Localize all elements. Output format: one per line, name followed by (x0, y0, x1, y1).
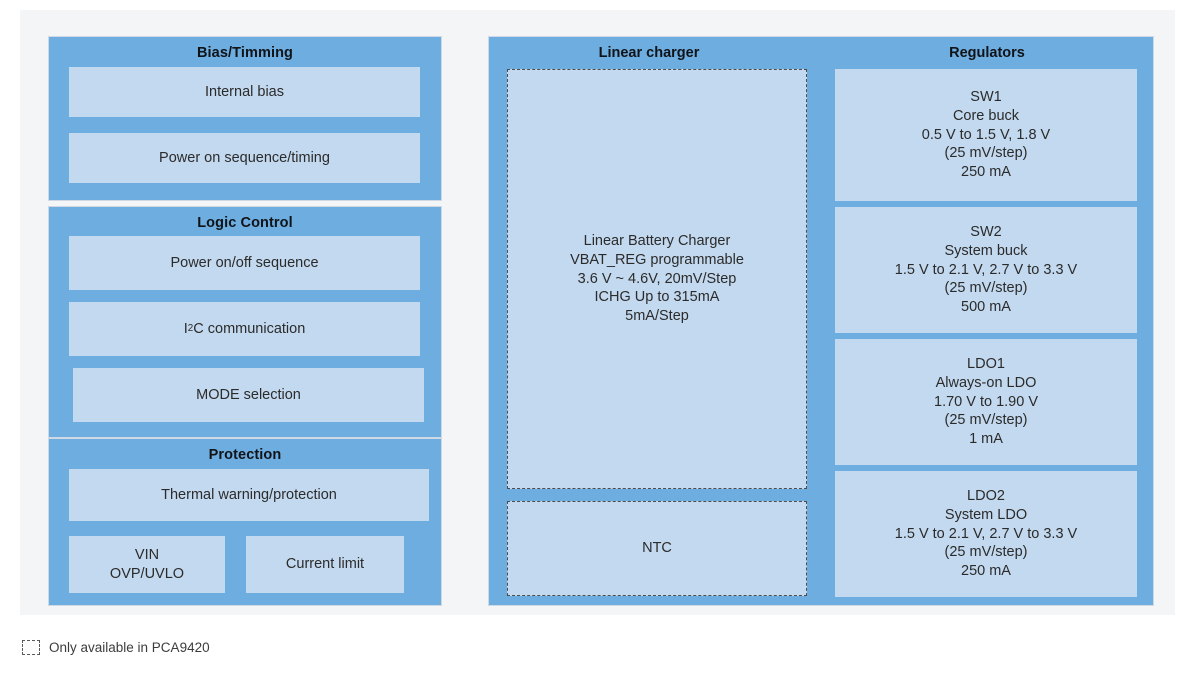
legend-label: Only available in PCA9420 (49, 639, 210, 655)
group-protection: Protection Thermal warning/protection VI… (48, 438, 442, 606)
group-charger-and-regulators: Linear charger Regulators Linear Battery… (488, 36, 1154, 606)
group-title-regulators: Regulators (949, 45, 1025, 61)
group-bias-timing: Bias/Timming Internal bias Power on sequ… (48, 36, 442, 201)
block-power-on-off-sequence: Power on/off sequence (69, 236, 420, 290)
block-current-limit: Current limit (246, 536, 404, 593)
dashed-square-icon (22, 640, 40, 655)
block-ldo1-always-on-ldo: LDO1 Always-on LDO 1.70 V to 1.90 V (25 … (835, 339, 1137, 465)
block-vin-ovp-uvlo: VIN OVP/UVLO (69, 536, 225, 593)
block-ntc: NTC (507, 501, 807, 596)
diagram-canvas: Bias/Timming Internal bias Power on sequ… (20, 10, 1175, 615)
block-thermal-warning-protection: Thermal warning/protection (69, 469, 429, 521)
group-title-bias-timing: Bias/Timming (196, 45, 293, 61)
group-title-linear-charger: Linear charger (598, 45, 700, 61)
legend: Only available in PCA9420 (22, 640, 210, 655)
block-internal-bias: Internal bias (69, 67, 420, 117)
block-ldo2-system-ldo: LDO2 System LDO 1.5 V to 2.1 V, 2.7 V to… (835, 471, 1137, 597)
block-linear-battery-charger: Linear Battery Charger VBAT_REG programm… (507, 69, 807, 489)
i2c-label-suffix: C communication (193, 320, 306, 337)
i2c-label-prefix: I (183, 320, 188, 337)
group-title-protection: Protection (208, 447, 282, 463)
block-mode-selection: MODE selection (73, 368, 424, 422)
block-sw2-system-buck: SW2 System buck 1.5 V to 2.1 V, 2.7 V to… (835, 207, 1137, 333)
block-sw1-core-buck: SW1 Core buck 0.5 V to 1.5 V, 1.8 V (25 … (835, 69, 1137, 201)
group-title-logic-control: Logic Control (197, 215, 293, 231)
block-power-on-sequence-timing: Power on sequence/timing (69, 133, 420, 183)
